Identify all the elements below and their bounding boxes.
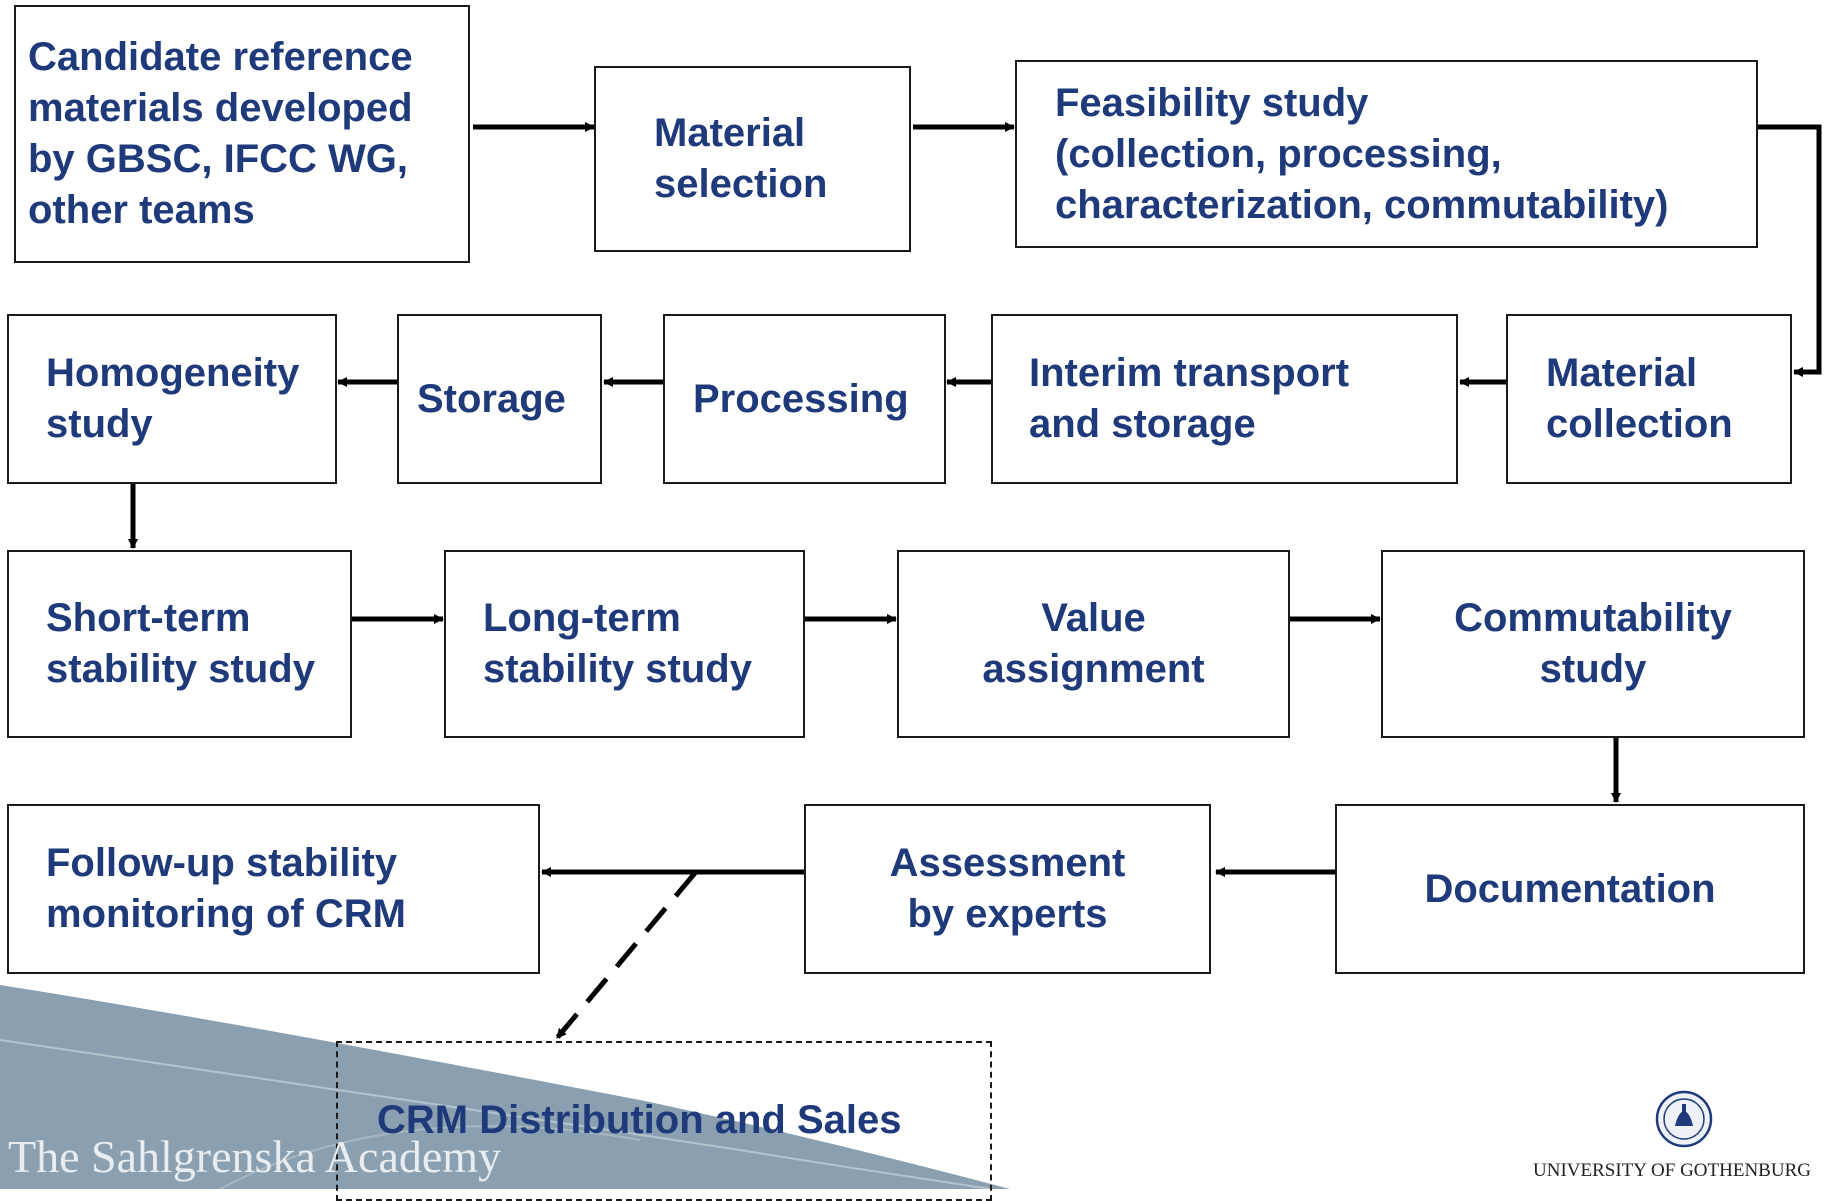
node-candidate-materials: Candidate reference materials developed … bbox=[14, 5, 470, 263]
node-feasibility-study: Feasibility study (collection, processin… bbox=[1015, 60, 1758, 248]
node-storage-label: Storage bbox=[417, 376, 566, 421]
node-material-collection-label: Material collection bbox=[1546, 351, 1733, 446]
node-short-term-stability-label: Short-term stability study bbox=[46, 596, 315, 691]
node-short-term-stability: Short-term stability study bbox=[7, 550, 352, 738]
node-candidate-materials-label: Candidate reference materials developed … bbox=[28, 35, 413, 232]
node-storage: Storage bbox=[397, 314, 602, 484]
node-long-term-stability: Long-term stability study bbox=[444, 550, 805, 738]
node-assessment-by-experts-label: Assessment by experts bbox=[889, 841, 1126, 936]
node-material-selection-label: Material selection bbox=[654, 111, 828, 206]
node-feasibility-study-label: Feasibility study (collection, processin… bbox=[1055, 80, 1669, 227]
node-processing-label: Processing bbox=[693, 376, 909, 421]
node-processing: Processing bbox=[663, 314, 946, 484]
node-material-selection: Material selection bbox=[594, 66, 911, 252]
node-assessment-by-experts: Assessment by experts bbox=[804, 804, 1211, 974]
node-crm-distribution-label: CRM Distribution and Sales bbox=[377, 1098, 902, 1142]
node-follow-up-monitoring: Follow-up stability monitoring of CRM bbox=[7, 804, 540, 974]
node-value-assignment-label: Value assignment bbox=[982, 596, 1205, 691]
node-follow-up-monitoring-label: Follow-up stability monitoring of CRM bbox=[46, 841, 406, 936]
node-value-assignment: Value assignment bbox=[897, 550, 1290, 738]
node-material-collection: Material collection bbox=[1506, 314, 1792, 484]
university-seal-icon bbox=[1655, 1090, 1713, 1148]
node-homogeneity-study-label: Homogeneity study bbox=[46, 351, 300, 446]
node-interim-transport: Interim transport and storage bbox=[991, 314, 1458, 484]
node-documentation-label: Documentation bbox=[1424, 866, 1716, 911]
node-commutability-study: Commutability study bbox=[1381, 550, 1805, 738]
node-long-term-stability-label: Long-term stability study bbox=[483, 596, 752, 691]
footer-university-text: UNIVERSITY OF GOTHENBURG bbox=[1533, 1160, 1811, 1181]
node-homogeneity-study: Homogeneity study bbox=[7, 314, 337, 484]
node-interim-transport-label: Interim transport and storage bbox=[1029, 351, 1350, 446]
footer-academy-text: The Sahlgrenska Academy bbox=[8, 1131, 502, 1182]
node-documentation: Documentation bbox=[1335, 804, 1805, 974]
node-commutability-study-label: Commutability study bbox=[1454, 596, 1732, 691]
node-crm-distribution: CRM Distribution and Sales bbox=[336, 1041, 992, 1201]
